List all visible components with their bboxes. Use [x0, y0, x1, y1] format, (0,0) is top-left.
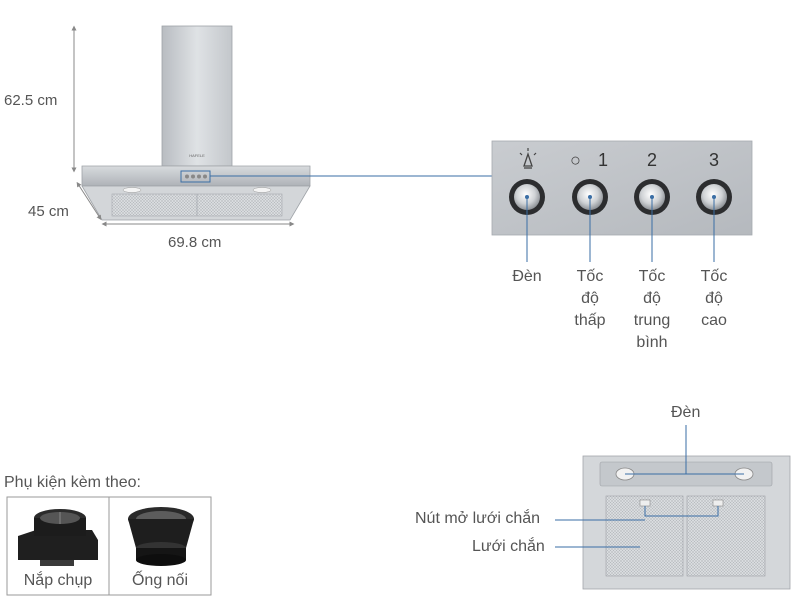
hood-lamp-left	[122, 187, 142, 193]
cap-icon	[18, 509, 98, 566]
filter-label: Lưới chắn	[472, 538, 545, 555]
range-hood: HAFELE	[81, 25, 311, 221]
hood-depth-label: 45 cm	[28, 203, 69, 220]
filter-button-label: Nút mở lưới chắn	[415, 510, 541, 527]
underside-light-label: Đèn	[671, 404, 701, 421]
hood-lamp-right	[252, 187, 272, 193]
hood-chimney	[161, 25, 233, 167]
underside-callout-lines	[555, 425, 744, 548]
hood-width-label: 69.8 cm	[168, 234, 222, 251]
speed-2-symbol: 2	[647, 150, 658, 170]
dimension-lines	[71, 25, 295, 227]
off-symbol: ○	[570, 150, 581, 170]
accessory-cap-label: Nắp chụp	[23, 572, 93, 589]
underside-view	[555, 425, 791, 590]
filter-latch-left	[639, 499, 651, 507]
control-panel	[491, 140, 753, 262]
speed-1-symbol: 1	[598, 150, 609, 170]
underside-filter-right	[686, 495, 766, 577]
pipe-connector-icon	[128, 507, 194, 566]
hood-height-label: 62.5 cm	[4, 92, 58, 109]
light-bulb-icon	[519, 148, 537, 169]
accessory-pipe-label: Ống nối	[131, 572, 189, 589]
accessories-panel	[6, 496, 212, 596]
knob-label-low: Tốc độ thấp	[574, 268, 606, 329]
filter-latch-right	[712, 499, 724, 507]
accessories-title: Phụ kiện kèm theo:	[4, 474, 141, 491]
speed-3-symbol: 3	[709, 150, 720, 170]
hood-brand-mark: HAFELE	[189, 153, 205, 158]
knob-label-light: Đèn	[512, 268, 542, 285]
knob-callout-lines	[526, 197, 715, 262]
knob-label-high: Tốc độ cao	[700, 268, 728, 329]
knob-label-medium: Tốc độ trung bình	[633, 268, 671, 351]
